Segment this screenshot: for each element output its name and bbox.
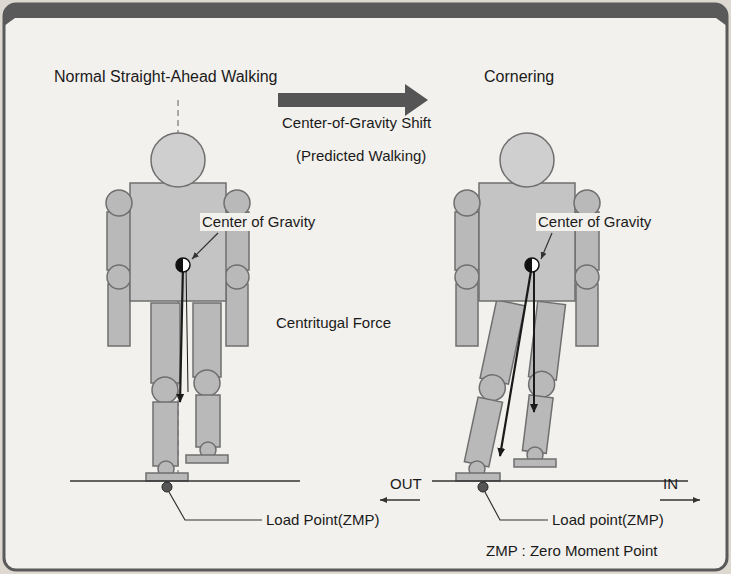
- ground-line: [70, 480, 300, 482]
- shift-arrow: [278, 84, 428, 116]
- label: IN: [661, 475, 680, 493]
- label: OUT: [388, 475, 424, 493]
- label: Normal Straight-Ahead Walking: [52, 68, 280, 86]
- label: Center-of-Gravity Shift: [280, 114, 433, 132]
- label: ZMP : Zero Moment Point: [484, 542, 659, 560]
- label: Center of Gravity: [536, 213, 653, 231]
- direction-arrow: [380, 499, 420, 501]
- direction-arrow: [660, 499, 700, 501]
- label: Load point(ZMP): [550, 511, 666, 529]
- label: Load Point(ZMP): [264, 511, 381, 529]
- ground-line: [432, 480, 688, 482]
- label: Center of Gravity: [200, 213, 317, 231]
- label: (Predicted Walking): [294, 147, 428, 165]
- label: Centritugal Force: [274, 314, 393, 332]
- label: Cornering: [482, 68, 556, 86]
- frame-top-bar: [4, 4, 727, 26]
- robot-straight: [106, 133, 250, 481]
- force-arrows: [180, 233, 552, 456]
- robot-cornering: [454, 133, 600, 481]
- center-of-gravity-mark: [176, 258, 539, 272]
- panel-frame: [4, 4, 727, 570]
